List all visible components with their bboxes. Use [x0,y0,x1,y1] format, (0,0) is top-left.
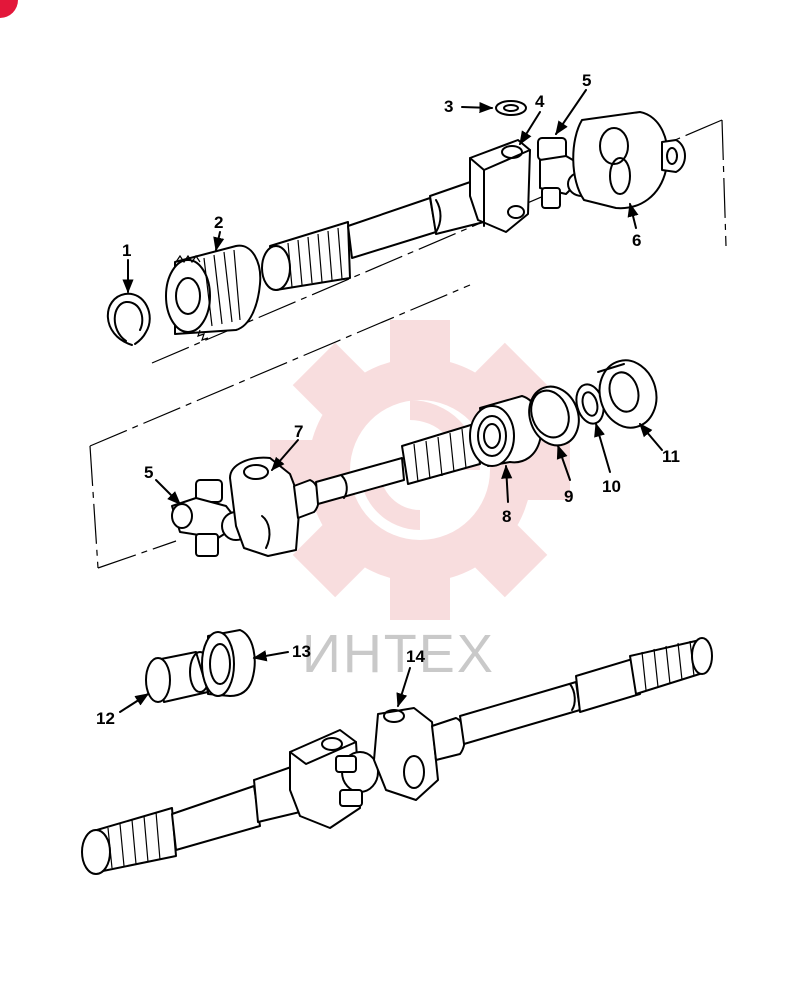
callout-5a: 5 [582,71,591,90]
callout-4: 4 [535,92,545,111]
callout-3: 3 [444,97,453,116]
callout-13: 13 [292,642,311,661]
callout-9: 9 [564,487,573,506]
callout-7: 7 [294,422,303,441]
bearing-part-13 [201,629,256,697]
seal-part-11 [597,359,658,429]
yoke-part-7 [229,456,301,557]
cardan-shaft-part-14 [81,637,713,875]
callout-14: 14 [406,647,425,666]
gear-part-2 [165,244,262,341]
leader-arrows [119,89,663,713]
callout-8: 8 [502,507,511,526]
callout-12: 12 [96,709,115,728]
callout-11: 11 [662,447,680,466]
corner-badge [0,0,18,18]
watermark-text: ИНТЕХ [302,624,495,684]
snap-ring-part-1 [106,292,151,346]
callout-2: 2 [214,213,223,232]
flange-yoke-part-6 [572,111,686,210]
yoke-part-4 [469,139,531,233]
top-shaft [261,179,485,291]
bushing-part-12 [145,651,211,703]
middle-shaft [293,423,481,519]
callout-1: 1 [122,241,131,260]
callout-6: 6 [632,231,641,250]
washer-part-3 [495,100,527,116]
callout-5b: 5 [144,463,153,482]
section-frame [89,119,727,569]
callout-10: 10 [602,477,621,496]
